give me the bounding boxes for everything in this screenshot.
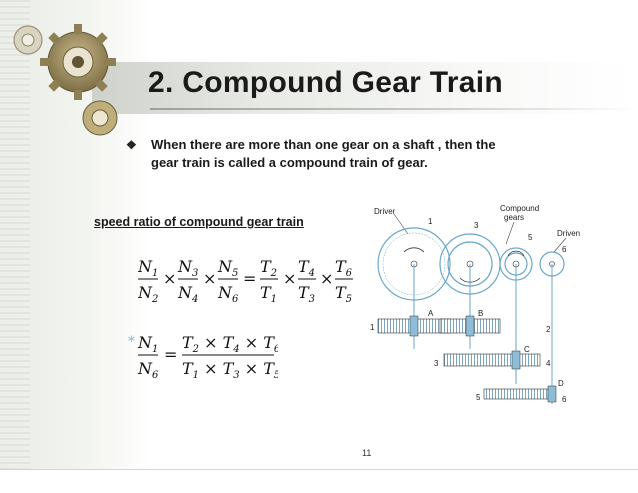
speed-ratio-label: speed ratio of compound gear train (94, 215, 304, 229)
svg-text:*: * (128, 334, 135, 350)
side-number-3: 3 (434, 359, 439, 368)
speed-ratio-equation-2: * N1 N6 = T2 × T4 × T6 T1 × T3 × T5 (128, 333, 278, 381)
driven-label: Driven (557, 229, 580, 238)
gear-number-4: 4 (546, 359, 551, 368)
svg-text:N1: N1 (138, 257, 158, 279)
svg-text:N3: N3 (177, 257, 198, 279)
bullet-point: ❖ When there are more than one gear on a… (126, 136, 546, 172)
svg-text:T3: T3 (298, 283, 315, 305)
svg-text:T4: T4 (298, 257, 315, 279)
shaft-letter-a: A (428, 309, 434, 318)
svg-text:N2: N2 (138, 283, 158, 305)
svg-text:×: × (320, 269, 333, 288)
slide-bottom-border (0, 469, 638, 470)
gear-number-6: 6 (562, 245, 567, 254)
gear-number-3: 3 (474, 221, 479, 230)
driver-label: Driver (374, 207, 396, 216)
bullet-text-line-1: When there are more than one gear on a s… (151, 137, 496, 152)
svg-text:×: × (163, 269, 176, 288)
compound-label-1: Compound (500, 204, 539, 213)
svg-text:=: = (243, 269, 256, 288)
bullet-text-line-2: gear train is called a compound train of… (151, 155, 428, 170)
slide-title: 2. Compound Gear Train (148, 66, 503, 99)
title-underline (150, 108, 638, 110)
svg-text:N6: N6 (217, 283, 239, 305)
svg-text:N5: N5 (217, 257, 238, 279)
side-number-5: 5 (476, 393, 481, 402)
bullet-diamond-icon: ❖ (126, 138, 137, 152)
page-number: 11 (362, 448, 372, 458)
speed-ratio-equation-1: N1 N2 × N3 N4 × N5 N6 = T2 T1 × T4 T3 × (138, 257, 353, 305)
svg-text:×: × (283, 269, 296, 288)
slide: 2. Compound Gear Train ❖ When there are … (0, 0, 638, 470)
svg-text:T2: T2 (260, 257, 277, 279)
gear-number-1: 1 (428, 217, 433, 226)
svg-text:N1: N1 (137, 333, 158, 355)
svg-text:T2 × T4 × T6: T2 × T4 × T6 (182, 333, 278, 355)
svg-text:=: = (164, 345, 177, 364)
svg-text:T6: T6 (335, 257, 353, 279)
gear-number-5: 5 (528, 233, 533, 242)
shaft-letter-d: D (558, 379, 564, 388)
title-bar (92, 62, 638, 114)
svg-text:T1 × T3 × T5: T1 × T3 × T5 (182, 359, 278, 381)
svg-text:×: × (203, 269, 216, 288)
background-stripes (0, 0, 30, 470)
compound-gear-diagram: Driver Compound gears Driven 1 2 3 4 5 6 (370, 204, 580, 404)
svg-text:T5: T5 (335, 283, 352, 305)
side-number-6: 6 (562, 395, 567, 404)
svg-text:T1: T1 (260, 283, 277, 305)
compound-label-2: gears (504, 213, 524, 222)
svg-text:N4: N4 (177, 283, 198, 305)
svg-text:N6: N6 (137, 359, 159, 381)
shaft-letter-c: C (524, 345, 530, 354)
gear-number-2: 2 (546, 325, 551, 334)
decorative-gears-icon (13, 24, 118, 136)
side-number-1: 1 (370, 323, 375, 332)
shaft-letter-b: B (478, 309, 483, 318)
